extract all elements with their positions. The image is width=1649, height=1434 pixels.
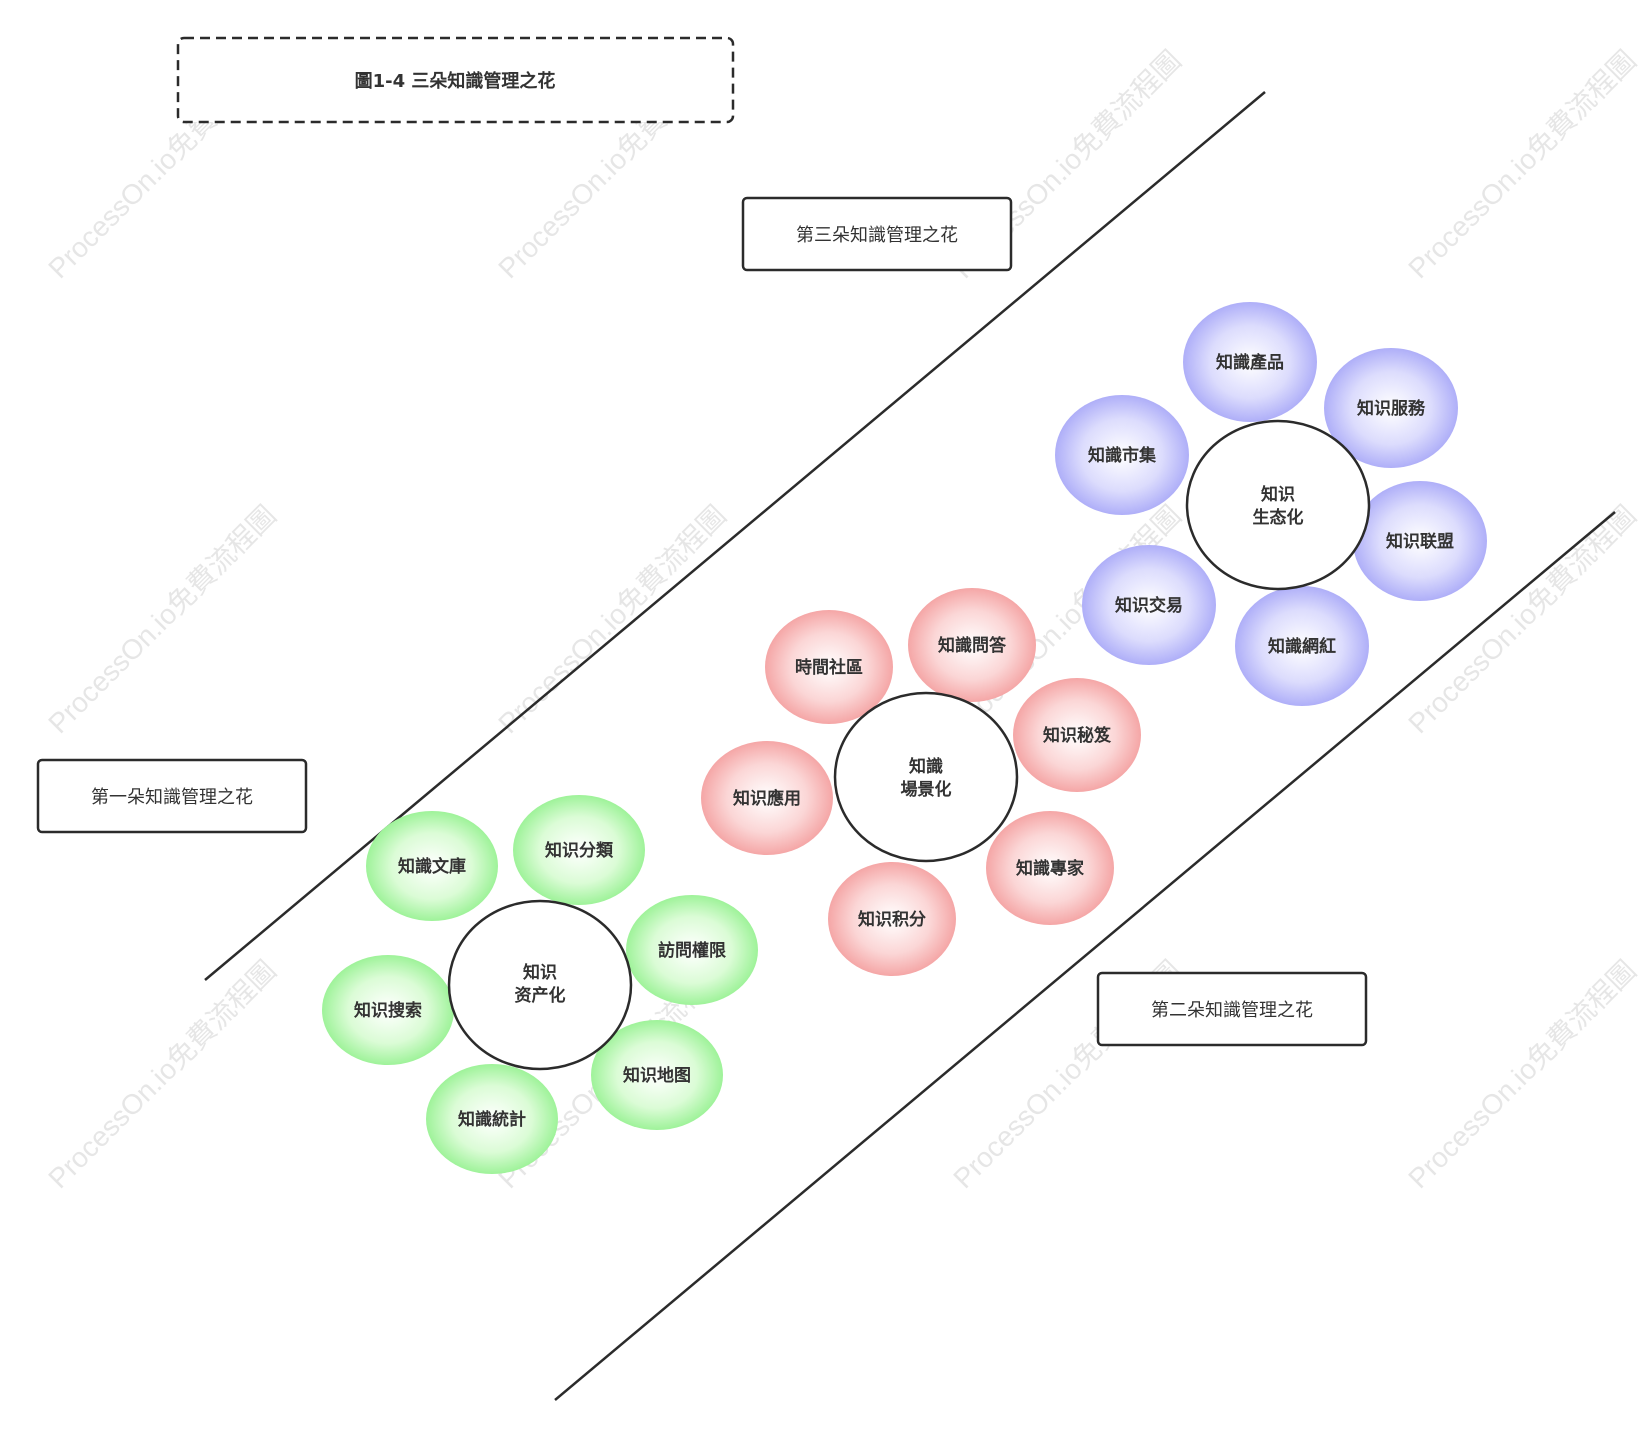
petal-label: 知识秘笈 bbox=[1042, 725, 1112, 746]
center-label-line2: 资产化 bbox=[515, 985, 566, 1006]
petal bbox=[1183, 302, 1317, 422]
flower-center bbox=[833, 691, 1019, 863]
petal-label: 知識網紅 bbox=[1267, 636, 1336, 657]
petal bbox=[322, 955, 454, 1065]
petal bbox=[986, 811, 1114, 925]
petal-label: 知識問答 bbox=[937, 635, 1007, 656]
watermark-text: ProcessOn.io免費流程圖 bbox=[1402, 44, 1642, 284]
petal-label: 知识服務 bbox=[1356, 398, 1426, 419]
lower-divider-line bbox=[554, 511, 1616, 1401]
petal bbox=[908, 588, 1036, 702]
petal bbox=[426, 1064, 558, 1174]
petal bbox=[765, 610, 893, 724]
petal-label: 知識統計 bbox=[457, 1109, 526, 1130]
third-flower-label-box bbox=[741, 196, 1013, 272]
petal-label: 知識產品 bbox=[1215, 352, 1284, 373]
petal bbox=[828, 862, 956, 976]
petal bbox=[1353, 481, 1487, 601]
second-flower-label: 第二朵知識管理之花 bbox=[1151, 1000, 1313, 1021]
petal bbox=[1082, 545, 1216, 665]
center-label-line2: 生态化 bbox=[1253, 507, 1304, 528]
petal-label: 訪問權限 bbox=[658, 940, 726, 961]
watermark-text: ProcessOn.io免費流程圖 bbox=[42, 499, 282, 739]
flower-center bbox=[447, 899, 633, 1071]
third-flower-label: 第三朵知識管理之花 bbox=[796, 225, 958, 246]
petal-label: 知識專家 bbox=[1015, 858, 1084, 879]
petal-label: 知识應用 bbox=[732, 788, 801, 809]
petal-label: 知識文庫 bbox=[397, 856, 466, 877]
petal-label: 知識市集 bbox=[1087, 445, 1157, 466]
flower-ecosystem: 知識產品 知识服務 知识联盟 知識網紅 知识交易 知識市集 知识 生态化 bbox=[1055, 302, 1487, 706]
watermark-text: ProcessOn.io免費流程圖 bbox=[492, 499, 732, 739]
petal bbox=[366, 811, 498, 921]
watermark-text: ProcessOn.io免費流程圖 bbox=[1402, 954, 1642, 1194]
center-label-line1: 知识 bbox=[1260, 484, 1295, 505]
petal bbox=[591, 1020, 723, 1130]
center-label-line1: 知识 bbox=[522, 962, 557, 983]
first-flower-label: 第一朵知識管理之花 bbox=[91, 787, 253, 808]
petal-label: 知识交易 bbox=[1114, 595, 1183, 616]
watermark-text: ProcessOn.io免費流程圖 bbox=[42, 954, 282, 1194]
petal bbox=[701, 741, 833, 855]
flower-center bbox=[1185, 419, 1371, 591]
flower-asset: 知識文庫 知识分類 訪問權限 知识地图 知識統計 知识搜索 知识 资产化 bbox=[322, 795, 758, 1174]
title-box bbox=[176, 36, 735, 124]
petal bbox=[513, 795, 645, 905]
page-title: 圖1-4 三朵知識管理之花 bbox=[355, 70, 556, 92]
petal-label: 時間社區 bbox=[795, 657, 863, 678]
petal-label: 知识积分 bbox=[857, 909, 926, 930]
petal-label: 知识分類 bbox=[544, 840, 614, 861]
petal-label: 知识地图 bbox=[622, 1065, 691, 1086]
petal bbox=[1235, 586, 1369, 706]
petal bbox=[626, 895, 758, 1005]
center-label-line2: 場景化 bbox=[901, 779, 952, 800]
petal bbox=[1324, 348, 1458, 468]
second-flower-label-box bbox=[1096, 971, 1368, 1047]
petal bbox=[1055, 395, 1189, 515]
petal bbox=[1013, 678, 1141, 792]
center-label-line1: 知識 bbox=[908, 756, 943, 777]
petal-label: 知识联盟 bbox=[1385, 531, 1454, 552]
first-flower-label-box bbox=[36, 758, 308, 834]
petal-label: 知识搜索 bbox=[353, 1000, 422, 1021]
flower-scenario: 時間社區 知識問答 知识秘笈 知識專家 知识积分 知识應用 知識 場景化 bbox=[701, 588, 1141, 976]
